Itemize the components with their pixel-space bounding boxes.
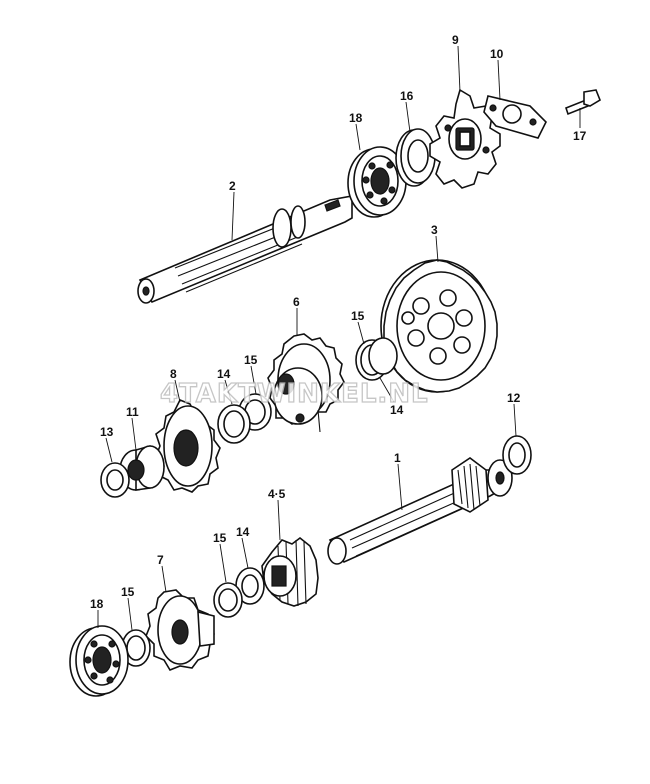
callout-part-14-lower: 14 [236, 525, 250, 539]
callout-part-12: 12 [507, 391, 521, 405]
callout-part-15-bearing: 15 [121, 585, 135, 599]
thrust-washer-shaft-end [502, 435, 532, 475]
countershaft-gear-large [380, 259, 498, 393]
callout-part-11: 11 [126, 405, 139, 419]
callout-part-6: 6 [293, 295, 300, 309]
circlip-lower [213, 582, 243, 618]
oil-seal [395, 128, 436, 187]
callout-part-8: 8 [170, 367, 177, 381]
callout-part-15-lower: 15 [213, 531, 227, 545]
callout-labels: 9 10 16 18 17 2 3 6 15 8 14 15 14 11 13 … [90, 33, 587, 611]
callout-part-15-upper: 15 [351, 309, 365, 323]
callout-part-17: 17 [573, 129, 587, 143]
callout-part-3: 3 [431, 223, 438, 237]
circlip-upper [355, 337, 398, 381]
callout-part-18-upper: 18 [349, 111, 363, 125]
countershaft [137, 195, 353, 304]
bushing [119, 445, 165, 491]
ball-bearing-lower [69, 625, 129, 697]
mainshaft-gear-low [145, 589, 215, 671]
callout-part-1: 1 [394, 451, 401, 465]
countershaft-gear-dog [267, 333, 345, 433]
callout-part-9: 9 [452, 33, 459, 47]
callout-part-18-lower: 18 [90, 597, 104, 611]
bolt [565, 89, 601, 116]
fixing-plate [483, 95, 547, 139]
thrust-washer-lower [235, 567, 265, 605]
callout-part-7: 7 [157, 553, 164, 567]
callout-part-16: 16 [400, 89, 414, 103]
thrust-washer-mid [217, 404, 251, 444]
mainshaft-gear-slider [261, 536, 319, 607]
callout-part-14-right: 14 [390, 403, 404, 417]
countershaft-gear-small [155, 398, 221, 493]
callout-part-2: 2 [229, 179, 236, 193]
mainshaft [327, 457, 513, 565]
leader-lines [97, 45, 581, 631]
callout-part-13: 13 [100, 425, 114, 439]
watermark-text: 4TAKTWINKEL.NL [160, 379, 429, 409]
callout-part-4-5: 4·5 [268, 487, 286, 501]
callout-part-15-mid: 15 [244, 353, 258, 367]
callout-part-14-left: 14 [217, 367, 231, 381]
drive-sprocket [429, 88, 501, 189]
callout-part-10: 10 [490, 47, 504, 61]
ball-bearing-upper [347, 146, 407, 218]
thrust-washer-end [100, 462, 130, 498]
